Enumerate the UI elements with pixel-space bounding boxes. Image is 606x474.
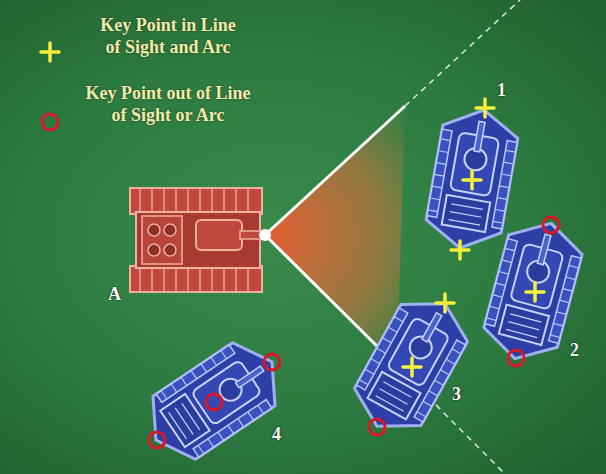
key-point-out (508, 350, 524, 366)
key-point-out (206, 394, 222, 410)
key-point-out (149, 432, 165, 448)
key-point-out (543, 217, 559, 233)
red-tank (130, 188, 271, 292)
callout-number: 3 (452, 384, 461, 404)
legend-sample-circle (42, 114, 58, 130)
legend-text: Key Point out of Line of Sight or Arc (82, 82, 254, 126)
blue-tank (422, 103, 521, 254)
fire-arc (265, 106, 405, 366)
key-point-in (436, 294, 454, 312)
arc-extension (405, 0, 520, 106)
key-point-out (264, 354, 280, 370)
legend-text: Key Point in Line of Sight and Arc (95, 14, 241, 58)
callout-number: 4 (272, 424, 281, 444)
callout-number: 1 (497, 80, 506, 100)
blue-tank (135, 330, 294, 471)
key-point-in (463, 171, 481, 189)
key-point-in (526, 283, 544, 301)
callout-number: 2 (570, 340, 579, 360)
arc-line (265, 106, 405, 235)
key-point-in (403, 358, 421, 376)
blue-tank (478, 214, 588, 369)
key-point-in (451, 241, 469, 259)
key-point-out (369, 419, 385, 435)
callout-number: A (108, 284, 121, 304)
key-point-in (476, 99, 494, 117)
legend-sample-cross (41, 43, 59, 61)
blue-tank (344, 285, 478, 444)
